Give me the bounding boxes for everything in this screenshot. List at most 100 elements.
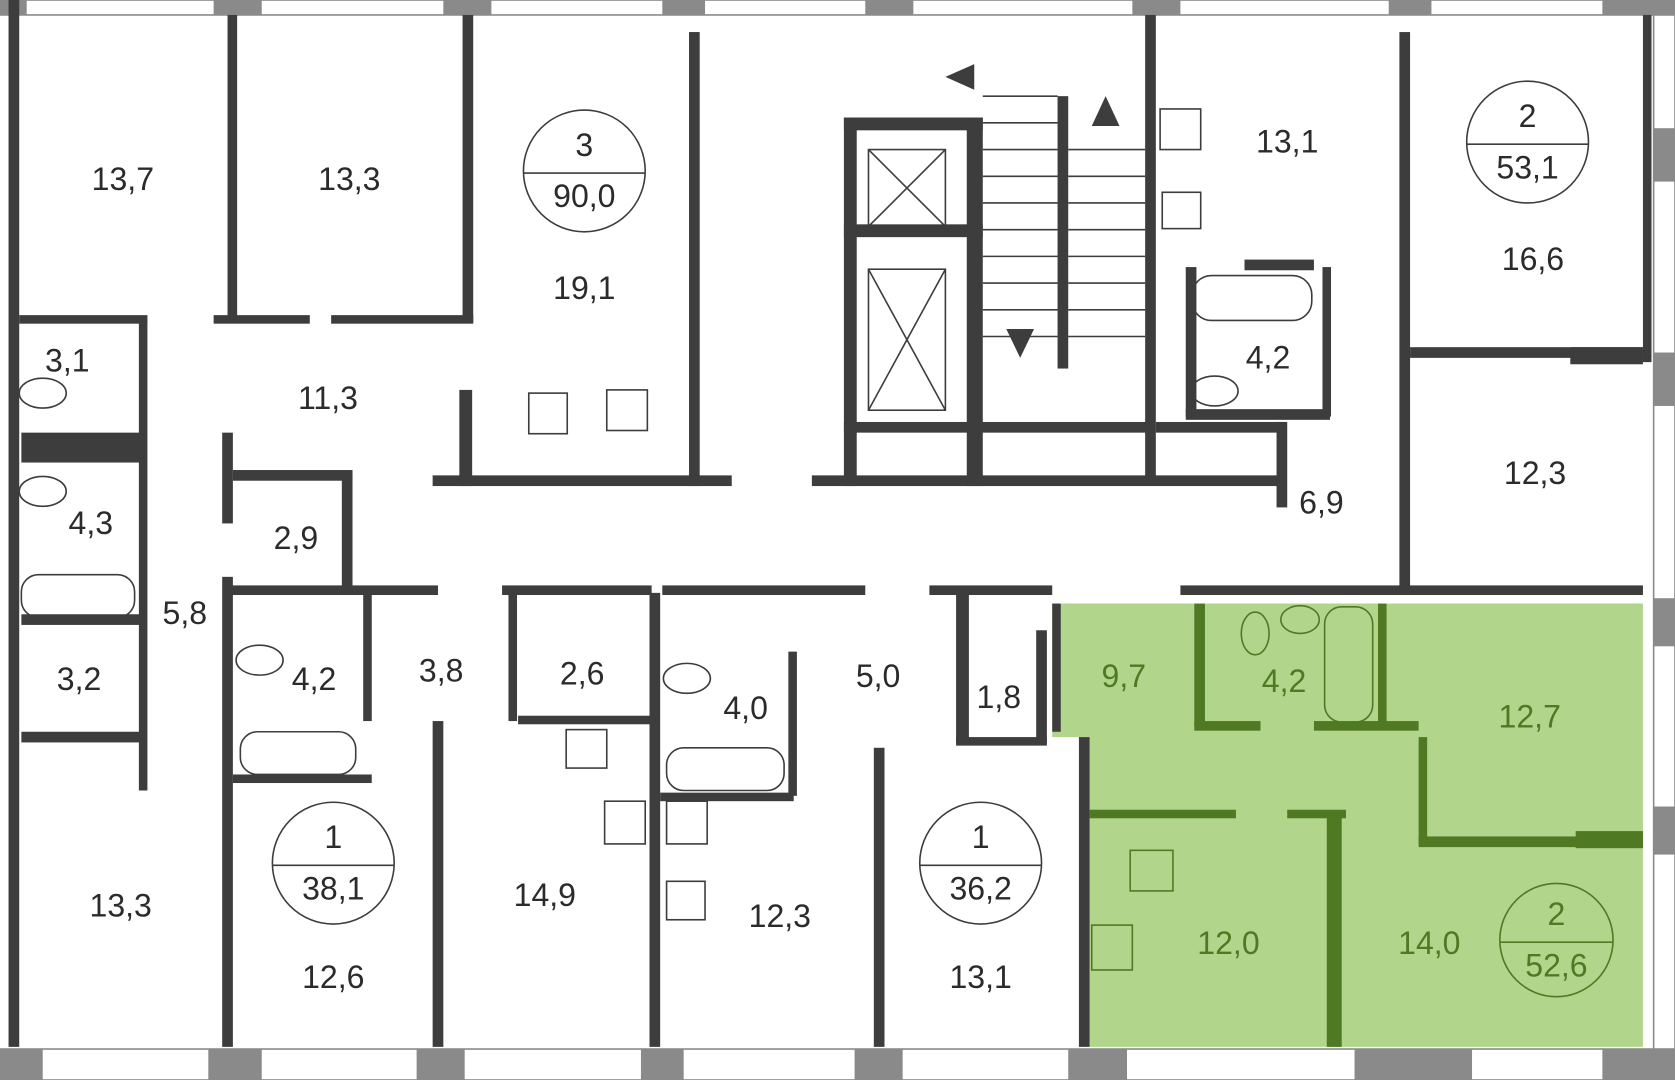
wall: [660, 792, 794, 802]
stairs-and-lifts: [867, 64, 1146, 412]
room-area: 13,3: [318, 161, 380, 197]
wall: [1036, 630, 1047, 743]
wall: [21, 614, 145, 625]
wall: [1185, 267, 1197, 417]
wall: [1322, 267, 1332, 417]
wall: [232, 774, 372, 784]
wall: [363, 592, 372, 722]
apartment-rooms: 1: [972, 819, 990, 855]
room-area: 12,6: [302, 959, 364, 995]
wall: [213, 315, 310, 324]
window: [1132, 0, 1181, 15]
window: [662, 0, 706, 15]
room-area: 13,1: [949, 959, 1011, 995]
room-area: 13,3: [90, 887, 152, 923]
wall: [1326, 814, 1342, 1047]
wall: [19, 315, 148, 324]
room-area: 12,3: [749, 898, 811, 934]
wall: [1418, 836, 1643, 848]
sink-icon: [1161, 191, 1202, 230]
room-area-highlighted: 4,2: [1262, 663, 1307, 699]
apartment-area: 90,0: [553, 178, 615, 214]
wall: [1145, 14, 1156, 485]
window: [1068, 1049, 1127, 1080]
sink-icon: [527, 392, 569, 435]
window: [443, 0, 492, 15]
wall: [843, 117, 857, 487]
window: [1354, 1049, 1473, 1080]
wall: [1642, 14, 1652, 363]
room-area: 4,2: [1246, 339, 1291, 375]
wall: [8, 0, 20, 1047]
wall: [689, 32, 700, 487]
stove-icon: [665, 800, 708, 845]
room-area: 11,3: [298, 380, 358, 416]
apartment-area: 53,1: [1496, 149, 1558, 185]
apartment-badge[interactable]: 136,2: [918, 801, 1043, 925]
room-area-highlighted: 12,7: [1499, 698, 1561, 734]
wall: [1410, 347, 1643, 358]
bathtub-icon: [20, 573, 136, 619]
wall: [1575, 831, 1643, 849]
window: [213, 0, 262, 15]
room-area-highlighted: 9,7: [1102, 658, 1147, 694]
apartment-badge[interactable]: 390,0: [522, 109, 647, 233]
window: [416, 1049, 465, 1080]
room-area: 4,2: [292, 661, 337, 697]
window: [0, 1049, 43, 1080]
room-area-highlighted: 14,0: [1398, 925, 1460, 961]
wall: [1194, 721, 1261, 731]
apartment-badge[interactable]: 253,1: [1465, 80, 1590, 204]
wall: [1057, 96, 1069, 369]
wall: [843, 117, 983, 131]
wall: [956, 592, 969, 743]
room-area: 4,0: [723, 690, 768, 726]
wall: [138, 320, 148, 791]
wall: [662, 585, 866, 596]
apartment-area: 36,2: [949, 870, 1011, 906]
wall: [1378, 603, 1387, 727]
apartment-badge[interactable]: 252,6: [1499, 882, 1614, 998]
room-area: 3,1: [45, 343, 90, 379]
wall: [227, 14, 238, 320]
wall: [929, 585, 1053, 596]
toilet-icon: [1190, 375, 1239, 407]
bathtub-icon: [1191, 274, 1313, 322]
window: [1653, 598, 1675, 647]
window: [1602, 1049, 1675, 1080]
window: [1653, 806, 1675, 855]
wall: [1244, 259, 1314, 271]
wall: [222, 432, 233, 524]
wall: [462, 14, 474, 323]
wall: [1155, 421, 1285, 433]
stove-icon: [603, 800, 647, 845]
sink-icon: [565, 728, 608, 769]
room-area: 16,6: [1502, 241, 1564, 277]
wall: [843, 224, 983, 238]
apartment-badge[interactable]: 138,1: [271, 801, 395, 925]
arrow-up-icon: [1091, 96, 1120, 127]
window: [1602, 0, 1675, 15]
toilet-icon: [235, 644, 284, 676]
fixtures: [18, 108, 1374, 971]
arrow-down-icon: [1006, 329, 1035, 358]
wall: [788, 651, 797, 796]
wall: [843, 421, 1154, 433]
wall: [873, 747, 885, 1047]
bathtub-icon: [239, 730, 357, 776]
room-area: 5,0: [856, 658, 901, 694]
apartment-rooms: 3: [575, 127, 593, 163]
window: [854, 1049, 903, 1080]
wall: [1570, 347, 1643, 365]
wall: [224, 585, 438, 596]
stove-icon: [1159, 108, 1202, 151]
room-area: 12,3: [1504, 455, 1566, 491]
wall: [1399, 32, 1411, 593]
wall: [1180, 585, 1643, 596]
window: [865, 0, 914, 15]
room-area: 3,2: [57, 661, 102, 697]
toilet-icon: [18, 377, 68, 409]
